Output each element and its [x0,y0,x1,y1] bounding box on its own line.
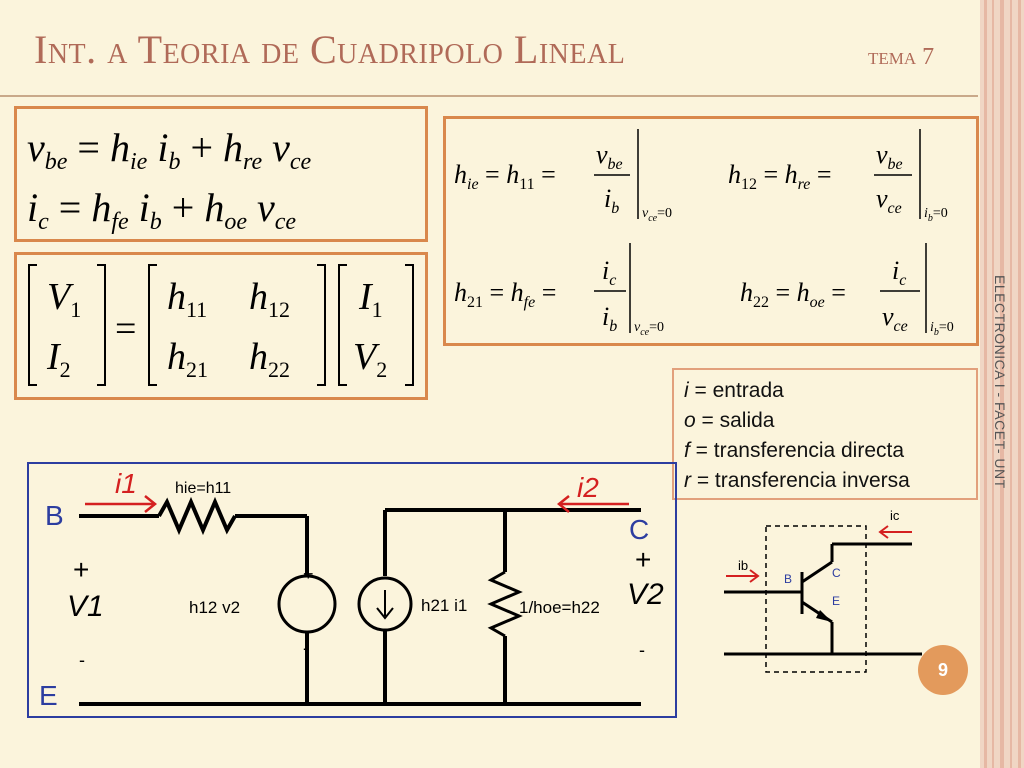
hybrid-equations-box: vbe = hie ib + hre vce ic = hfe ib + hoe… [14,106,428,242]
svg-text:I2: I2 [46,336,71,382]
source-minus-sign: - [303,638,309,658]
svg-text:h22: h22 [249,336,290,382]
collector-label: C [832,566,841,580]
svg-text:vce: vce [876,184,902,217]
svg-text:vce=0: vce=0 [634,320,664,338]
hoe-resistor-label: 1/hoe=h22 [519,598,600,617]
h12v2-source-label: h12 v2 [189,598,241,617]
svg-text:hie = h11 =: hie = h11 = [454,160,556,193]
svg-text:h11: h11 [167,276,207,322]
svg-text:ib: ib [604,184,619,217]
v1-minus-sign: - [79,650,85,670]
side-course-label: ELECTRONICA I - FACET- UNT [992,275,1008,489]
v2-minus-sign: - [639,640,645,660]
svg-text:vbe: vbe [596,140,623,173]
svg-text:h12: h12 [249,276,290,322]
decorative-stripes [980,0,1024,768]
svg-text:h22 = hoe =: h22 = hoe = [740,278,846,311]
svg-text:vbe = hie ib + hre vce: vbe = hie ib + hre vce [27,125,312,175]
terminal-e-label: E [39,680,58,711]
source-plus-sign: + [303,564,314,584]
subscript-legend: i = entrada o = salida f = transferencia… [672,368,978,500]
svg-text:h21: h21 [167,336,208,382]
svg-text:vce: vce [882,302,908,335]
svg-text:ib: ib [602,302,617,335]
down-arrow-icon [376,590,394,620]
matrix-equation: V1 I2 = h11 h12 h21 h22 I1 V2 [28,264,414,386]
legend-item: i = entrada [684,379,784,402]
terminal-b-label: B [45,500,64,531]
v1-label: V1 [67,590,104,623]
svg-text:h21 = hfe =: h21 = hfe = [454,278,556,311]
base-label: B [784,572,793,586]
svg-text:vbe: vbe [876,140,903,173]
v2-plus-sign: + [635,544,652,575]
svg-text:ic = hfe ib + hoe vce: ic = hfe ib + hoe vce [27,185,296,235]
v1-plus-sign: + [73,554,90,585]
current-i1-label: i1 [115,468,137,499]
matrix-equation-box: V1 I2 = h11 h12 h21 h22 I1 V2 [14,252,428,400]
legend-item: o = salida [684,409,775,432]
i1-arrow-icon [85,495,158,513]
h-parameter-definitions: hie = h11 = vbe ib vce=0 h12 = hre = vbe… [454,129,954,338]
svg-text:ib=0: ib=0 [924,206,948,224]
legend-item: f = transferencia directa [684,439,905,462]
h-parameter-definitions-box: hie = h11 = vbe ib vce=0 h12 = hre = vbe… [443,116,979,346]
h21i1-source-label: h21 i1 [421,596,468,615]
current-i2-label: i2 [577,472,599,503]
hybrid-equations: vbe = hie ib + hre vce ic = hfe ib + hoe… [27,125,312,235]
legend-item: r = transferencia inversa [684,469,910,492]
svg-text:ib=0: ib=0 [930,320,954,338]
transistor-diagram: ic ib B C E [716,506,926,678]
emitter-label: E [832,594,841,608]
svg-text:=: = [115,308,136,350]
h-model-circuit [79,495,641,706]
h-model-circuit-box: B C E i1 i2 hie=h11 h12 v2 h21 i1 1/hoe=… [27,462,677,718]
svg-text:V2: V2 [353,336,387,382]
svg-text:ic: ic [602,256,616,289]
ib-label: ib [738,558,749,573]
v2-label: V2 [627,578,664,611]
title-divider [0,95,978,97]
svg-text:ic: ic [892,256,906,289]
terminal-c-label: C [629,514,650,545]
slide-title: Int. a Teoria de Cuadripolo Lineal [34,27,626,72]
svg-text:h12 = hre =: h12 = hre = [728,160,832,193]
page-number-badge: 9 [918,645,968,695]
hie-resistor-label: hie=h11 [175,480,232,497]
svg-text:V1: V1 [47,276,81,322]
ic-label: ic [890,508,900,523]
i2-arrow-icon [556,495,629,513]
topic-label: tema 7 [868,44,935,70]
svg-text:I1: I1 [358,276,383,322]
svg-text:vce=0: vce=0 [642,206,672,224]
bjt-transistor-icon [724,525,922,673]
